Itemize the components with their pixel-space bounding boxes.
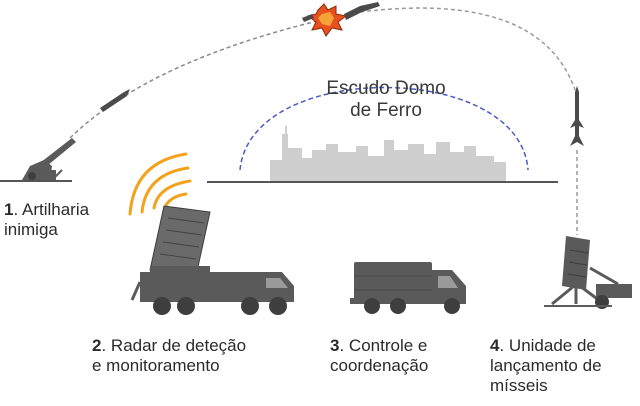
dome-title-line-2: de Ferro [350,100,422,121]
step-4-text-1: . Unidade de [499,336,596,355]
iron-dome-shield [239,86,529,171]
enemy-rocket-icon [100,89,130,112]
step-2-number: 2 [92,336,102,355]
step-1-number: 1 [4,200,14,219]
step-1-label: 1. Artilharia inimiga [4,200,89,240]
radar-signal-icon [128,152,192,216]
dome-title-line-1: Escudo Domo [326,78,446,99]
step-4-text-3: mísseis [490,376,548,395]
step-3-text-2: coordenação [330,356,429,375]
step-2-label: 2. Radar de deteção e monitoramento [92,336,246,376]
step-4-text-2: lançamento de [490,356,602,375]
step-3-text-1: . Controle e [339,336,428,355]
command-truck-icon [350,262,466,314]
dome-title: Escudo Domo de Ferro [296,78,476,122]
step-1-text-1: . Artilharia [13,200,90,219]
step-4-label: 4. Unidade de lançamento de mísseis [490,336,602,396]
step-4-line-1: 4. Unidade de [490,336,602,356]
step-4-number: 4 [490,336,500,355]
step-2-line-1: 2. Radar de deteção [92,336,246,356]
missile-launcher-icon [544,236,632,309]
rocket-trajectory [69,17,331,139]
enemy-artillery-icon [22,138,76,181]
step-1-text-2: inimiga [4,220,58,239]
step-1-line-1: 1. Artilharia [4,200,89,220]
city-skyline [270,126,506,182]
interceptor-missile-icon [570,86,584,146]
step-3-label: 3. Controle e coordenação [330,336,428,376]
step-3-line-1: 3. Controle e [330,336,428,356]
step-2-text-1: . Radar de deteção [101,336,247,355]
step-2-text-2: e monitoramento [92,356,220,375]
step-3-number: 3 [330,336,340,355]
interceptor-trajectory [359,7,576,91]
interception-explosion-icon [302,2,380,37]
radar-truck-icon [130,205,294,315]
